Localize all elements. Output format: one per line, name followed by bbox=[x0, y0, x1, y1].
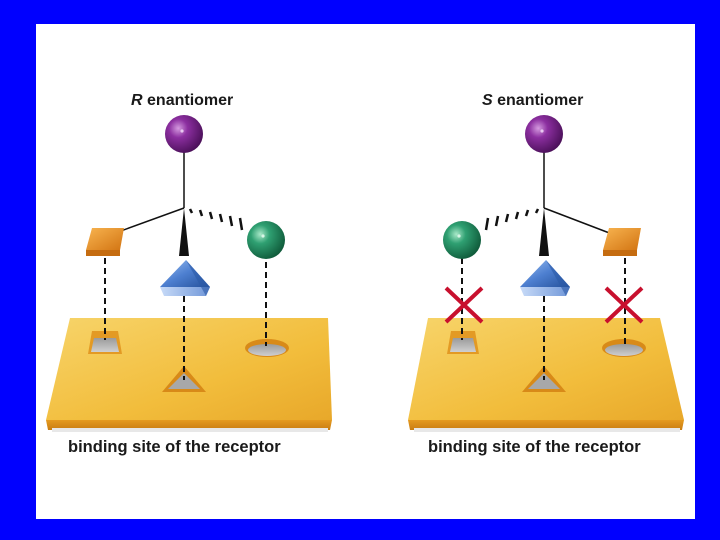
panel-r-platform-top bbox=[46, 318, 332, 420]
panel-r-caption: binding site of the receptor bbox=[68, 438, 281, 456]
panel-s-mismatch-x-icon-left bbox=[444, 286, 484, 324]
panel-r: R enantiomer bbox=[46, 92, 332, 456]
panel-s-caption: binding site of the receptor bbox=[428, 438, 641, 456]
panel-s-orange-block-icon bbox=[603, 228, 641, 256]
panel-s-circle-site bbox=[605, 344, 643, 356]
panel-r-triangle-site bbox=[168, 373, 200, 389]
panel-r-title-word-text: enantiomer bbox=[147, 92, 233, 109]
panel-r-green-sphere-icon bbox=[247, 221, 285, 259]
panel-s-triangle-site bbox=[528, 373, 560, 389]
panel-s-receptor-platform bbox=[408, 318, 684, 432]
panel-s: S enantiomer bbox=[408, 92, 684, 456]
panel-r-wedge-bond bbox=[179, 208, 189, 256]
panel-s-bond-right bbox=[543, 207, 613, 235]
panel-r-circle-site bbox=[248, 344, 286, 356]
panel-r-blue-triangle-icon bbox=[160, 260, 210, 296]
panel-s-title-word-text: enantiomer bbox=[497, 92, 583, 109]
figure-card bbox=[36, 24, 695, 519]
panel-r-title-symbol: R bbox=[131, 92, 143, 109]
panel-s-platform-shadow bbox=[414, 428, 680, 432]
panel-s-wedge-bond bbox=[539, 208, 549, 256]
panel-s-purple-sphere-icon bbox=[525, 115, 563, 153]
panel-s-title-symbol: S bbox=[482, 92, 493, 109]
panel-r-platform-edge bbox=[46, 420, 332, 430]
panel-s-platform-edge bbox=[408, 420, 684, 430]
panel-s-blue-triangle-icon bbox=[520, 260, 570, 296]
panel-s-title: S enantiomer bbox=[482, 92, 583, 109]
panel-s-mismatch-x-icon-right bbox=[604, 286, 644, 324]
panel-r-receptor-platform bbox=[46, 318, 332, 432]
panel-r-trapezoid-site bbox=[91, 338, 119, 352]
panel-r-platform-shadow bbox=[52, 428, 328, 432]
panel-r-title: R enantiomer bbox=[131, 92, 233, 109]
panel-r-orange-block-icon bbox=[86, 228, 124, 256]
panel-r-hashed-bond bbox=[188, 208, 244, 231]
panel-s-hashed-bond bbox=[484, 208, 540, 231]
panel-s-green-sphere-icon bbox=[443, 221, 481, 259]
panel-r-purple-sphere-icon bbox=[165, 115, 203, 153]
panel-s-trapezoid-site bbox=[450, 338, 476, 352]
panel-r-bond-left bbox=[117, 207, 185, 233]
